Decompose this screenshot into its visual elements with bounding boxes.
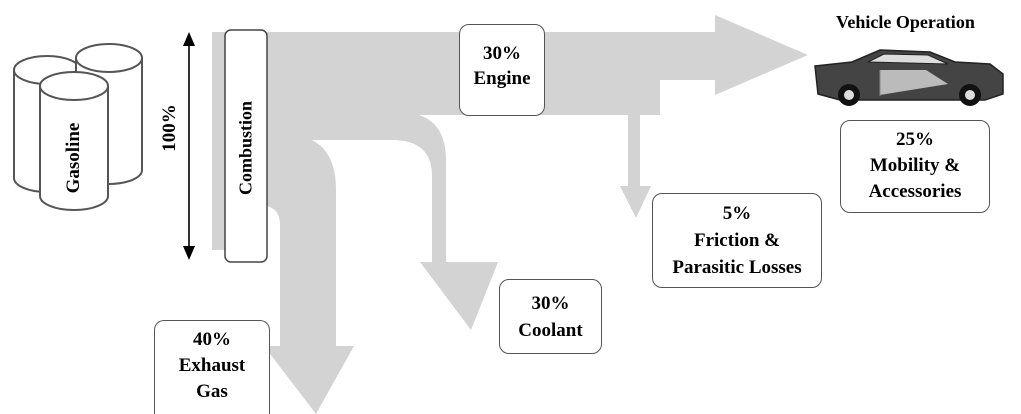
diagram-title: Vehicle Operation [836, 12, 975, 32]
double-arrow-icon [183, 32, 195, 260]
exhaust-box: 40% Exhaust Gas [154, 320, 270, 414]
flow-friction-band [620, 84, 651, 218]
gasoline-tanks-icon [13, 43, 143, 211]
coolant-label: Coolant [518, 320, 583, 341]
coolant-box: 30% Coolant [499, 279, 602, 354]
mobility-line1: Mobility & [869, 155, 961, 176]
mobility-box: 25% Mobility & Accessories [840, 120, 990, 213]
combustion-label: Combustion [235, 100, 256, 196]
engine-box: 30% Engine [459, 24, 545, 116]
total-percent-label: 100% [159, 104, 180, 152]
friction-line1: Friction & [693, 230, 780, 251]
exhaust-percent: 40% [193, 329, 231, 350]
engine-percent: 30% [483, 43, 521, 64]
mobility-line2: Accessories [868, 181, 962, 202]
gasoline-label: Gasoline [63, 122, 84, 194]
friction-percent: 5% [722, 203, 752, 224]
friction-box: 5% Friction & Parasitic Losses [652, 193, 822, 288]
engine-label: Engine [473, 68, 531, 89]
mobility-percent: 25% [896, 129, 934, 150]
flow-coolant-band [260, 112, 498, 330]
coolant-percent: 30% [531, 293, 570, 314]
exhaust-line1: Exhaust [178, 355, 246, 376]
combustion-box [224, 29, 268, 263]
exhaust-line2: Gas [196, 381, 228, 402]
friction-line2: Parasitic Losses [672, 257, 802, 278]
car-icon [814, 49, 1004, 106]
